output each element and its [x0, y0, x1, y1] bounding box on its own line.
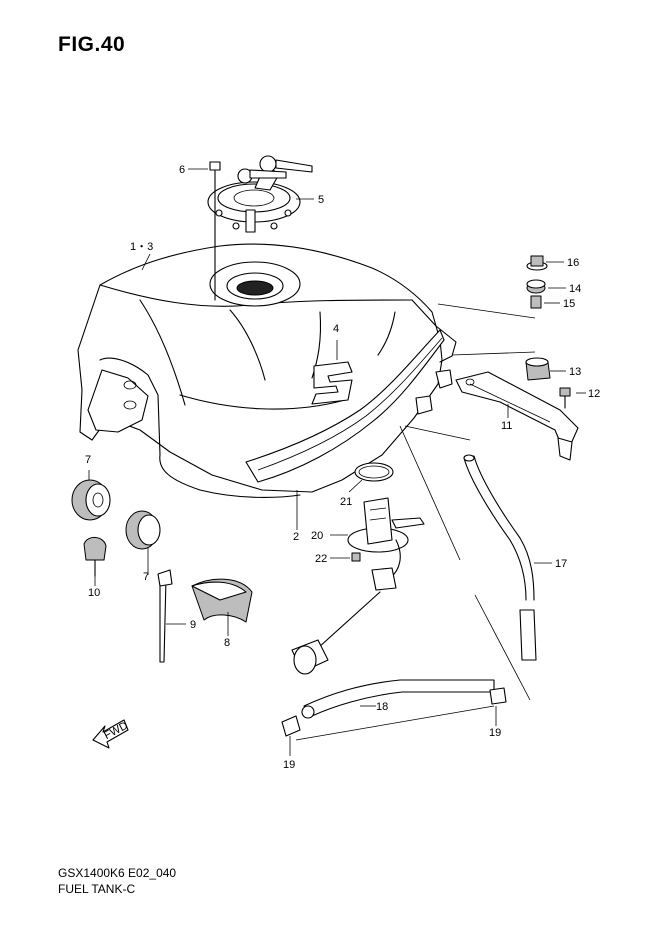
fuel-tank [77, 243, 457, 498]
callout-19a: 19 [283, 759, 295, 771]
forward-arrow-icon: FWD [92, 719, 130, 749]
callout-14: 14 [569, 283, 581, 295]
figure-title: FIG.40 [58, 33, 126, 56]
bracket-damper [525, 357, 551, 381]
callout-16: 16 [567, 257, 579, 269]
callout-numbers: 1・3 2 4 5 6 7 7 8 9 10 11 12 13 14 15 16… [85, 164, 600, 771]
callout-21: 21 [340, 496, 352, 508]
callout-12: 12 [588, 388, 600, 400]
tank-cushion [71, 479, 111, 521]
callout-13: 13 [569, 366, 581, 378]
callout-11: 11 [501, 420, 512, 432]
callout-17: 17 [555, 558, 567, 570]
fuel-level-gauge [291, 497, 425, 675]
ignition-keys [237, 155, 313, 191]
callout-4: 4 [333, 323, 339, 335]
suzuki-emblem [311, 361, 353, 405]
callout-19b: 19 [489, 727, 501, 739]
fuel-hose [301, 679, 495, 719]
model-code: GSX1400K6 E02_040 [58, 866, 177, 880]
callout-10: 10 [88, 587, 100, 599]
hose-clip [281, 687, 507, 737]
callout-7b: 7 [143, 571, 149, 583]
bolt-washer [526, 255, 548, 271]
fwd-label: FWD [102, 720, 130, 742]
callout-1-3: 1・3 [130, 241, 153, 253]
clamp-band [157, 569, 173, 663]
callout-7a: 7 [85, 454, 91, 466]
rubber-protector [191, 578, 253, 623]
cushion [526, 279, 546, 294]
callout-8: 8 [224, 637, 230, 649]
callout-2: 2 [293, 531, 299, 543]
tank-rear-bracket [455, 371, 579, 461]
damper-cap [83, 537, 107, 577]
callout-5: 5 [318, 194, 324, 206]
callout-20: 20 [311, 530, 323, 542]
bracket-bolt [559, 387, 571, 409]
pump-screw [351, 552, 361, 562]
callout-6: 6 [179, 164, 185, 176]
callout-22: 22 [315, 553, 327, 565]
leader-lines [88, 168, 586, 756]
diagram-name: FUEL TANK-C [58, 882, 136, 896]
callout-9: 9 [190, 619, 196, 631]
collar [530, 295, 542, 309]
o-ring-gasket [354, 462, 394, 482]
callout-15: 15 [563, 298, 575, 310]
breather-hose [463, 454, 537, 661]
fuel-filler-cap [207, 181, 301, 233]
cap-bolt [209, 161, 221, 301]
tank-cushion [125, 510, 161, 550]
callout-18: 18 [376, 701, 388, 713]
